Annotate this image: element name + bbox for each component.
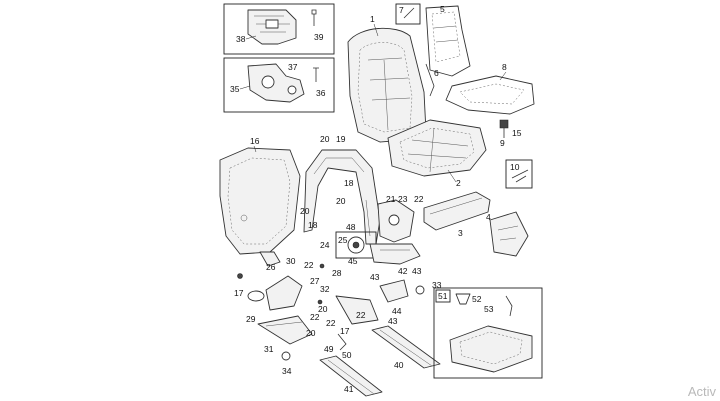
callout-42: 42 xyxy=(398,266,408,276)
callout-38: 38 xyxy=(236,34,246,44)
callout-22b: 22 xyxy=(304,260,314,270)
callout-17a: 17 xyxy=(234,288,244,298)
part-2-seat-cushion: 2 xyxy=(387,119,487,188)
callout-18a: 18 xyxy=(344,178,354,188)
part-7-clip-box: 7 xyxy=(395,3,421,25)
callout-36: 36 xyxy=(316,88,326,98)
callout-22c: 22 xyxy=(310,312,320,322)
callout-15: 15 xyxy=(512,128,522,138)
callout-33: 33 xyxy=(432,280,442,290)
callout-45: 45 xyxy=(348,256,358,266)
callout-22a: 22 xyxy=(414,194,424,204)
part-3-side-trim: 3 xyxy=(423,191,491,238)
callout-3: 3 xyxy=(458,228,463,238)
callout-20a: 20 xyxy=(320,134,330,144)
callout-20f: 20 xyxy=(306,328,316,338)
callout-17b: 17 xyxy=(340,326,350,336)
callout-16: 16 xyxy=(250,136,260,146)
callout-28: 28 xyxy=(332,268,342,278)
callout-5: 5 xyxy=(440,4,445,14)
callout-20c: 20 xyxy=(336,196,346,206)
callout-41: 41 xyxy=(344,384,354,394)
part-29-side-cover: 29 xyxy=(246,275,303,324)
part-4-lumbar: 4 xyxy=(486,211,529,257)
part-24-25-45-motor: 25 48 24 45 xyxy=(320,222,377,266)
callout-24: 24 xyxy=(320,240,330,250)
callout-30: 30 xyxy=(286,256,296,266)
callout-51: 51 xyxy=(438,291,448,301)
part-8-seat-pad: 8 xyxy=(445,62,535,115)
part-40-41-rails: 40 41 xyxy=(319,325,441,397)
callout-23: 23 xyxy=(398,194,408,204)
part-32-small-parts: 32 20 22 22 20 xyxy=(306,284,336,338)
callout-53: 53 xyxy=(484,304,494,314)
part-21-23-side-bracket: 21 23 22 xyxy=(377,194,424,243)
callout-37: 37 xyxy=(288,62,298,72)
callout-27: 27 xyxy=(310,276,320,286)
part-44-33-bracket: 44 33 43 22 17 xyxy=(335,279,442,336)
inset-box-38-39: 38 39 xyxy=(223,3,335,55)
callout-52: 52 xyxy=(472,294,482,304)
part-49-50-clip: 49 50 xyxy=(324,333,352,360)
callout-44: 44 xyxy=(392,306,402,316)
callout-22e: 22 xyxy=(356,310,366,320)
callout-19: 19 xyxy=(336,134,346,144)
inset-box-51-52-53: 51 52 53 xyxy=(433,287,543,379)
callout-22d: 22 xyxy=(326,318,336,328)
callout-29: 29 xyxy=(246,314,256,324)
callout-31: 31 xyxy=(264,344,274,354)
part-42-43-linkage: 42 43 43 xyxy=(369,243,422,282)
callout-4: 4 xyxy=(486,212,491,222)
callout-25: 25 xyxy=(338,235,348,245)
callout-8: 8 xyxy=(502,62,507,72)
callout-39: 39 xyxy=(314,32,324,42)
callout-43b: 43 xyxy=(370,272,380,282)
inset-box-35-37: 37 35 36 xyxy=(223,57,335,113)
callout-18b: 18 xyxy=(308,220,318,230)
part-1-backrest-cover: 1 xyxy=(347,14,427,143)
part-16-backrest-panel: 16 17 xyxy=(219,136,301,298)
callout-26: 26 xyxy=(266,262,276,272)
callout-10: 10 xyxy=(510,162,520,172)
callout-35: 35 xyxy=(230,84,240,94)
callout-48: 48 xyxy=(346,222,356,232)
callout-6: 6 xyxy=(434,68,439,78)
callout-43a: 43 xyxy=(412,266,422,276)
callout-2: 2 xyxy=(456,178,461,188)
callout-40: 40 xyxy=(394,360,404,370)
part-31-34-trim: 31 34 xyxy=(257,315,313,376)
watermark: Activ xyxy=(687,384,716,399)
callout-1: 1 xyxy=(370,14,375,24)
callout-20b: 20 xyxy=(300,206,310,216)
part-9-15-connector: 15 9 10 xyxy=(499,119,533,189)
callout-49: 49 xyxy=(324,344,334,354)
callout-20e: 20 xyxy=(318,304,328,314)
part-19-20-frame: 20 19 20 18 20 18 xyxy=(300,134,381,245)
callout-7: 7 xyxy=(399,5,404,15)
callout-34: 34 xyxy=(282,366,292,376)
callout-9: 9 xyxy=(500,138,505,148)
callout-21: 21 xyxy=(386,194,396,204)
callout-32: 32 xyxy=(320,284,330,294)
callout-50: 50 xyxy=(342,350,352,360)
callout-43c: 43 xyxy=(388,316,398,326)
part-5-6-backrest-panels: 5 6 xyxy=(425,4,471,97)
